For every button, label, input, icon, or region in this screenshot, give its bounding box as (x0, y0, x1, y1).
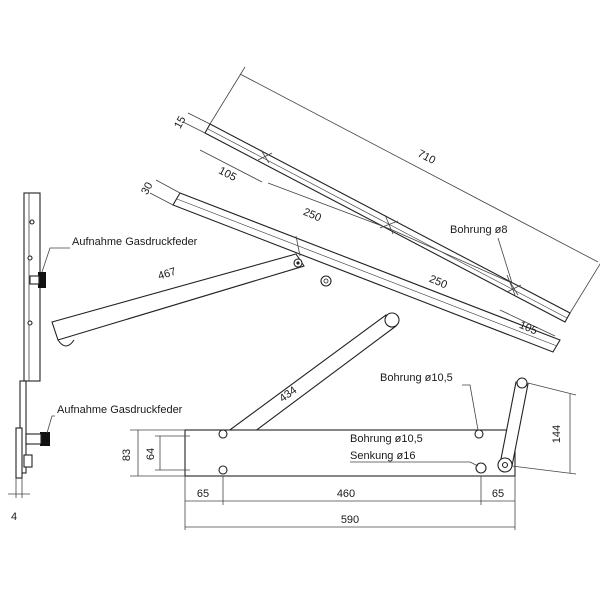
gas-spring-mount-upper (38, 272, 46, 288)
base-plate: 83 64 (121, 429, 516, 477)
gas-spring-labels: Aufnahme Gasdruckfeder Aufnahme Gasdruck… (41, 236, 198, 434)
side-view-foot (15, 427, 23, 479)
dim-right-offset: 65 (492, 488, 504, 500)
dim-second-plate-thickness: 30 (139, 180, 155, 196)
top-plate: 710 15 105 (172, 66, 600, 323)
label-countersink-16: Senkung ø16 (350, 450, 415, 462)
dim-side-thickness: 4 (11, 511, 17, 523)
bottom-dimensions: 65 460 65 590 (184, 476, 516, 530)
second-plate: 30 250 250 105 (139, 179, 561, 353)
label-gas-spring-mount-lower: Aufnahme Gasdruckfeder (57, 404, 183, 416)
dim-vertical-link: 144 (551, 425, 563, 443)
base-countersink-right (475, 462, 487, 474)
side-view-hole (27, 320, 33, 326)
dim-spacing-left: 250 (301, 206, 323, 224)
base-plate-body (184, 429, 516, 477)
upper-arm-body (51, 253, 305, 341)
dim-spacing-right: 250 (427, 273, 449, 291)
vertical-link-top-pivot (516, 377, 528, 389)
dim-total-width: 590 (341, 514, 359, 526)
dim-base-height-inner: 64 (145, 448, 157, 460)
dim-left-offset: 65 (197, 488, 209, 500)
label-bore-8: Bohrung ø8 (450, 224, 507, 236)
side-view-hole (27, 255, 33, 261)
side-view-bracket-lower (19, 380, 27, 474)
label-gas-spring-mount-upper: Aufnahme Gasdruckfeder (72, 236, 198, 248)
base-bore-right (474, 429, 484, 439)
label-bore-10-5-lower: Bohrung ø10,5 (350, 433, 423, 445)
dim-top-plate-thickness: 15 (172, 114, 188, 130)
base-bore-left (218, 429, 228, 439)
bore-labels: Bohrung ø10,5 Bohrung ø10,5 Senkung ø16 (350, 372, 479, 467)
vertical-link-body (499, 381, 529, 467)
upper-arm: 467 (51, 235, 305, 347)
side-view-hole (29, 219, 35, 225)
dim-top-plate-length: 710 (415, 148, 437, 167)
gas-spring-mount-lower (40, 432, 50, 446)
top-plate-body (204, 123, 571, 323)
lower-arm-top-pivot (384, 312, 400, 328)
dim-base-height-outer: 83 (121, 449, 133, 461)
dim-upper-arm-length: 467 (157, 266, 178, 283)
label-bore-10-5-upper: Bohrung ø10,5 (380, 372, 453, 384)
vertical-link: 144 (497, 377, 577, 475)
side-view: 4 (8, 192, 50, 523)
dim-middle-span: 460 (337, 488, 355, 500)
base-bore-left-lower (218, 465, 228, 475)
